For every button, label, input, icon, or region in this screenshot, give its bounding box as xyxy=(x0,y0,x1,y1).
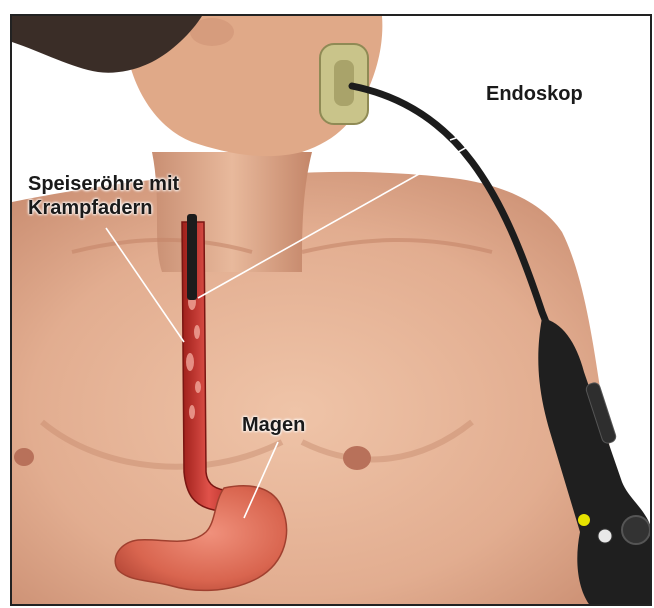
right-nipple xyxy=(343,446,371,470)
scope-button-yellow-icon xyxy=(578,514,590,526)
esophagus-label-line1: Speiseröhre mit xyxy=(28,172,179,196)
esophagus-label: Speiseröhre mit Krampfadern xyxy=(28,172,179,220)
esophagus-label-line2: Krampfadern xyxy=(28,196,179,220)
endoscope-label: Endoskop xyxy=(486,82,583,106)
endoscope-tip xyxy=(187,214,197,300)
stomach-label: Magen xyxy=(242,413,305,437)
left-nipple xyxy=(14,448,34,466)
